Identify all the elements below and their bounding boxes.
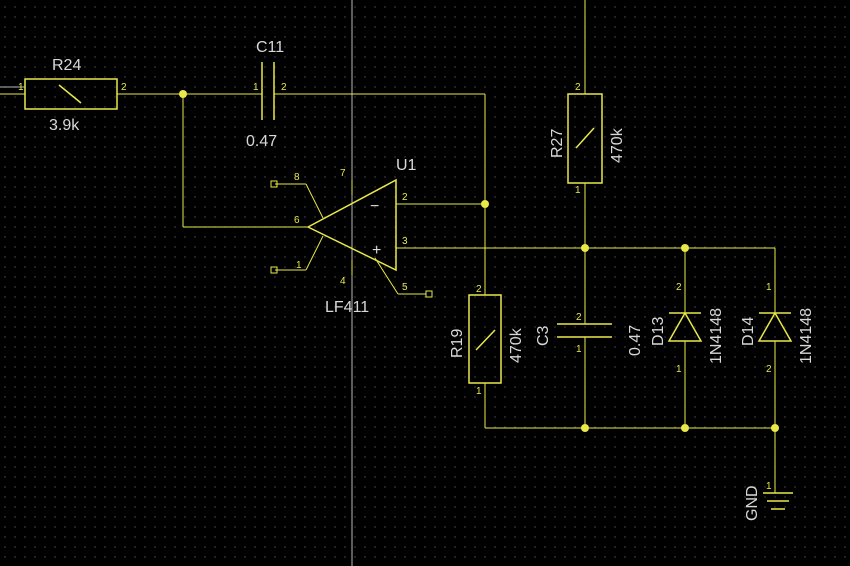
r24-pin1-label: 1 — [18, 82, 24, 93]
d14-part-label: 1N4148 — [798, 308, 815, 364]
c3-pin2-label: 2 — [576, 312, 582, 323]
d13-ref-label: D13 — [650, 317, 667, 346]
junction-c3-bottom — [581, 424, 589, 432]
d14-ref-label: D14 — [740, 317, 757, 346]
u1-pin3-label: 3 — [402, 236, 408, 247]
u1-pin7-label: 7 — [340, 168, 346, 179]
r27-ref-label: R27 — [549, 129, 566, 158]
gnd-label: GND — [744, 485, 761, 521]
junction-r24-c11 — [179, 90, 187, 98]
d13-pin1-label: 1 — [676, 364, 682, 375]
r24-value-label: 3.9k — [49, 117, 80, 134]
r24-pin2-label: 2 — [121, 82, 127, 93]
r27-pin2-label: 2 — [575, 82, 581, 93]
ground-symbol[interactable]: 1 GND — [744, 428, 793, 521]
c11-value-label: 0.47 — [246, 133, 277, 150]
c3-ref-label: C3 — [535, 325, 552, 346]
c11-pin2-label: 2 — [281, 82, 287, 93]
c11-pin1-label: 1 — [253, 82, 259, 93]
u1-pin1-label: 1 — [296, 260, 302, 271]
d14-pin1-label: 1 — [766, 282, 772, 293]
c11-ref-label: C11 — [256, 39, 284, 56]
resistor-r27[interactable]: 2 1 R27 470k — [549, 0, 626, 248]
c3-pin1-label: 1 — [576, 344, 582, 355]
r19-value-label: 470k — [508, 327, 525, 363]
u1-pin5-label: 5 — [402, 282, 408, 293]
r24-ref-label: R24 — [52, 57, 81, 74]
junction-d13-bottom — [681, 424, 689, 432]
opamp-u1[interactable]: − + 2 3 6 7 4 8 1 5 U1 LF411 — [270, 157, 775, 316]
gnd-pin-label: 1 — [766, 481, 772, 492]
opamp-minus-sign: − — [370, 198, 379, 215]
r27-value-label: 470k — [609, 127, 626, 163]
d14-pin2-label: 2 — [766, 364, 772, 375]
resistor-r24[interactable]: 1 2 R24 3.9k — [0, 57, 183, 134]
opamp-plus-sign: + — [372, 242, 381, 259]
u1-pin6-label: 6 — [294, 215, 300, 226]
diode-d13[interactable]: 2 1 D13 1N4148 — [650, 248, 725, 428]
u1-ref-label: U1 — [396, 157, 417, 174]
u1-pin4-label: 4 — [340, 276, 346, 287]
u1-pin8-label: 8 — [294, 172, 300, 183]
r19-pin1-label: 1 — [476, 386, 482, 397]
u1-pin2-label: 2 — [402, 192, 408, 203]
r19-pin2-label: 2 — [476, 284, 482, 295]
r19-ref-label: R19 — [449, 329, 466, 358]
u1-part-label: LF411 — [325, 299, 369, 316]
junction-d13-top — [681, 244, 689, 252]
d13-pin2-label: 2 — [676, 282, 682, 293]
c3-value-label: 0.47 — [627, 325, 644, 356]
capacitor-c11[interactable]: 1 2 C11 0.47 — [183, 39, 485, 150]
r27-pin1-label: 1 — [575, 185, 581, 196]
diode-d14[interactable]: 1 2 D14 1N4148 — [740, 248, 815, 428]
d13-part-label: 1N4148 — [708, 308, 725, 364]
resistor-r19[interactable]: 2 1 R19 470k — [449, 284, 525, 428]
capacitor-c3[interactable]: 2 1 C3 0.47 — [535, 248, 644, 428]
